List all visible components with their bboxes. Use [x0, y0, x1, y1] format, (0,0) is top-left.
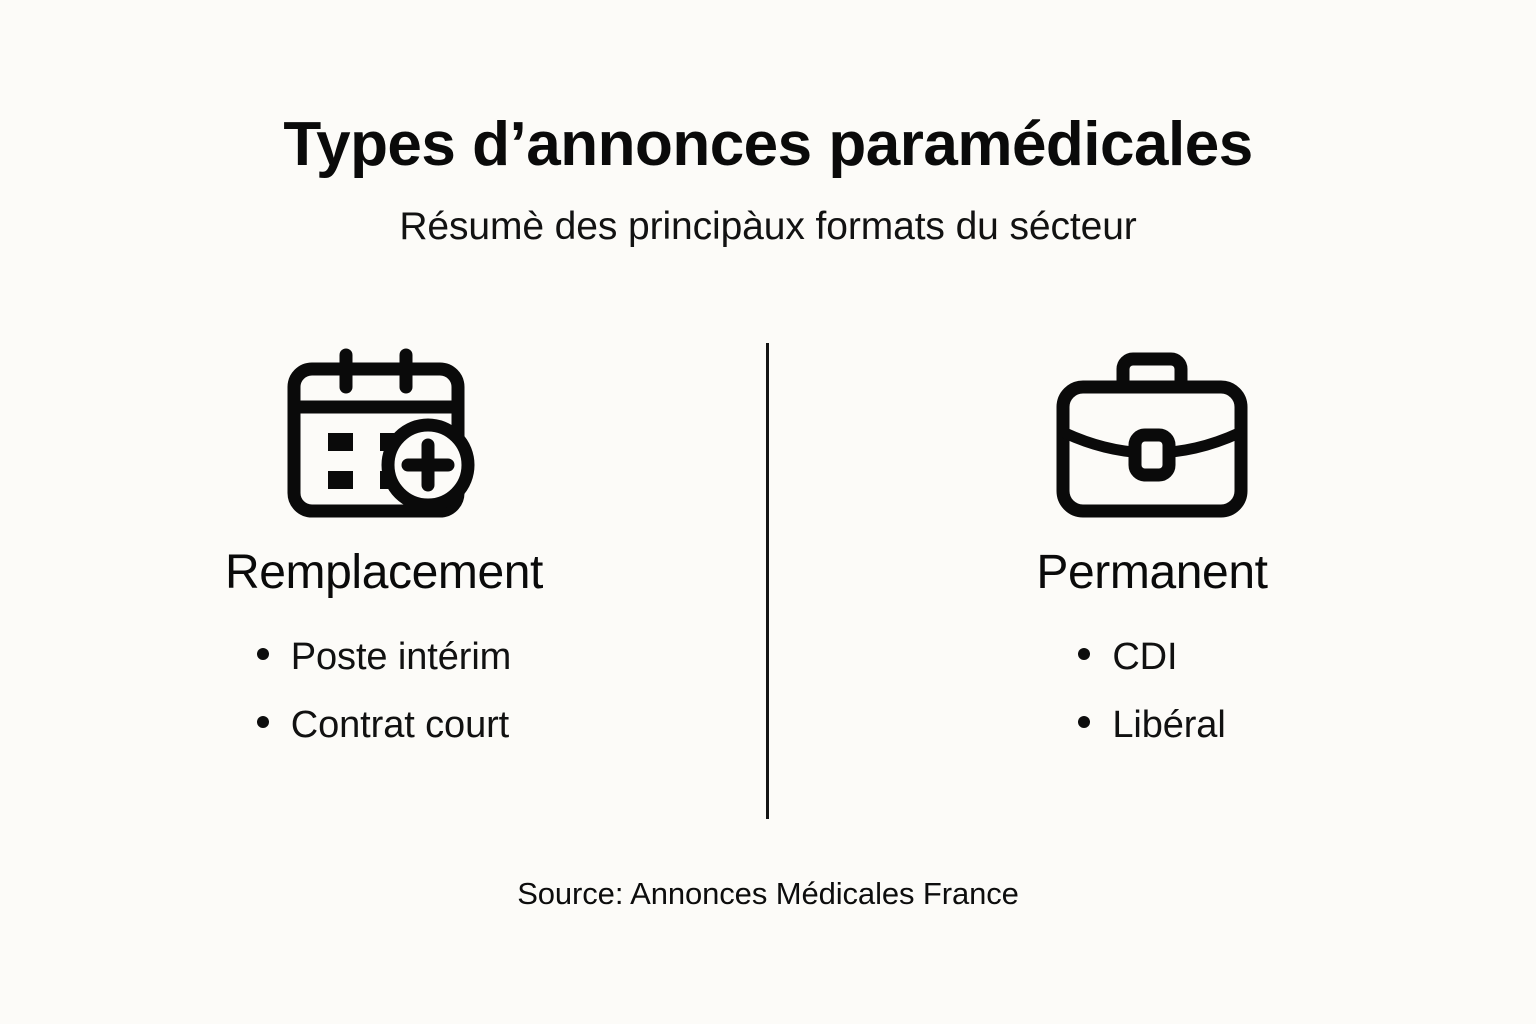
column-heading-remplacement: Remplacement: [224, 546, 543, 599]
list-item-label: Contrat court: [290, 703, 510, 746]
list-item-label: Poste intérim: [290, 635, 512, 678]
bullet-dot-icon: [1078, 715, 1091, 728]
column-remplacement: Remplacement Poste intérim Contrat court: [0, 343, 768, 821]
list-item-label: Libéral: [1112, 703, 1226, 746]
list-item: Libéral: [1078, 703, 1226, 746]
list-item: CDI: [1078, 638, 1225, 676]
column-heading-permanent: Permanent: [1036, 546, 1268, 599]
list-item: Contrat court: [256, 703, 511, 746]
footer: Source: Annonces Médicales France: [0, 876, 1536, 912]
calendar-plus-icon: [284, 343, 484, 523]
bullet-list-remplacement: Poste intérim Contrat court: [256, 635, 512, 746]
header: Types d’annonces paramédicales Résumè de…: [0, 110, 1536, 250]
list-item-label: CDI: [1112, 635, 1178, 678]
bullet-dot-icon: [1078, 647, 1091, 660]
columns-container: Remplacement Poste intérim Contrat court: [0, 343, 1536, 821]
bullet-dot-icon: [256, 647, 269, 660]
list-item: Poste intérim: [256, 635, 512, 678]
column-permanent: Permanent CDI Libéral: [768, 343, 1536, 821]
page-title: Types d’annonces paramédicales: [283, 110, 1253, 179]
vertical-divider: [766, 343, 769, 819]
bullet-dot-icon: [256, 715, 269, 728]
briefcase-icon: [1053, 343, 1251, 523]
page-subtitle: Résumè des principàux formats du sécteur: [399, 204, 1137, 248]
source-attribution: Source: Annonces Médicales France: [517, 876, 1019, 911]
bullet-list-permanent: CDI Libéral: [1078, 638, 1226, 746]
